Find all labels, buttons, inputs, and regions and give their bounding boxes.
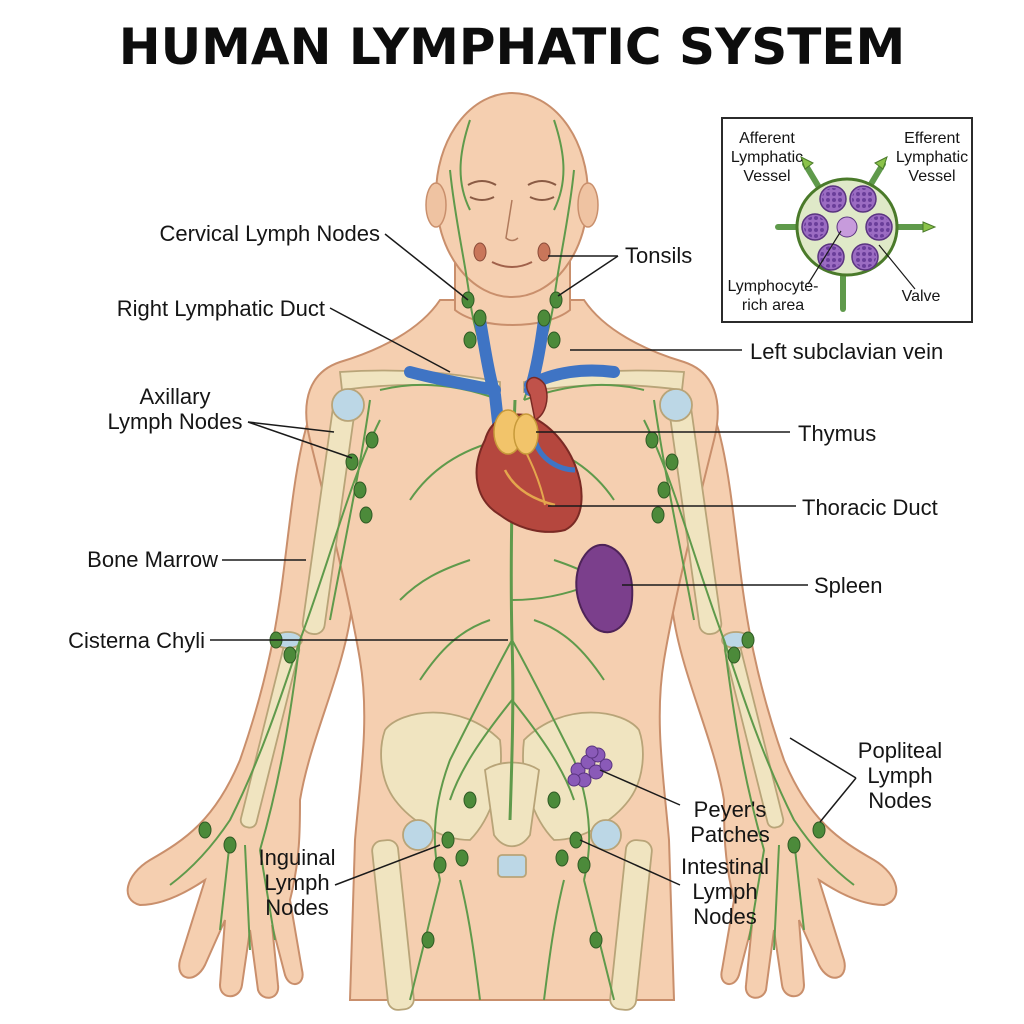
inset-efferent-line1: Efferent (904, 130, 960, 147)
thymus (493, 409, 539, 455)
label-inguinal-line2: Lymph (264, 870, 330, 895)
leader-lines (210, 233, 857, 886)
inset-label-efferent: Efferent Lymphatic Vessel (891, 129, 973, 186)
label-right-lymphatic-duct: Right Lymphatic Duct (116, 296, 325, 321)
inset-afferent-line2: Lymphatic (730, 149, 804, 166)
label-left-subclavian-vein: Left subclavian vein (750, 339, 944, 364)
inset-afferent-line3: Vessel (743, 168, 791, 185)
label-inguinal-line1: Inguinal (258, 845, 336, 870)
lymph-vessels (169, 119, 855, 1001)
label-inguinal-line3: Nodes (265, 895, 329, 920)
label-inguinal-lymph-nodes: Inguinal Lymph Nodes (232, 845, 362, 920)
lymph-node-inset: Afferent Lymphatic Vessel Efferent Lymph… (721, 117, 973, 323)
label-thoracic-duct: Thoracic Duct (802, 495, 938, 520)
label-intestinal-lymph-nodes: Intestinal Lymph Nodes (660, 854, 790, 929)
label-cisterna-chyli: Cisterna Chyli (68, 628, 205, 653)
label-popliteal-line2: Lymph (867, 763, 933, 788)
label-peyers-line1: Peyer's (693, 797, 767, 822)
label-axillary-lymph-nodes: Axillary Lymph Nodes (100, 384, 250, 434)
lymph-node-detail-drawing (775, 156, 937, 312)
spleen (575, 543, 634, 634)
inset-efferent-line2: Lymphatic (895, 149, 969, 166)
label-bone-marrow: Bone Marrow (87, 547, 218, 572)
inset-label-lymphocyte-rich-area: Lymphocyte- rich area (723, 277, 823, 315)
label-peyers-patches: Peyer's Patches (670, 797, 790, 847)
label-popliteal-lymph-nodes: Popliteal Lymph Nodes (840, 738, 960, 813)
label-spleen: Spleen (814, 573, 883, 598)
inset-lympho-line1: Lymphocyte- (727, 278, 819, 295)
peyers-patches (567, 745, 613, 788)
label-axillary-line1: Axillary (139, 384, 211, 409)
inset-afferent-line1: Afferent (739, 130, 795, 147)
inset-lympho-line2: rich area (741, 297, 805, 314)
label-intestinal-line2: Lymph (692, 879, 758, 904)
lymph-nodes (198, 242, 826, 949)
label-thymus: Thymus (798, 421, 877, 446)
label-popliteal-line1: Popliteal (857, 738, 943, 763)
label-cervical-lymph-nodes: Cervical Lymph Nodes (159, 221, 381, 246)
inset-efferent-line3: Vessel (908, 168, 956, 185)
label-intestinal-line3: Nodes (693, 904, 757, 929)
label-axillary-line2: Lymph Nodes (107, 409, 243, 434)
label-tonsils: Tonsils (625, 243, 693, 268)
inset-label-valve: Valve (901, 288, 941, 305)
label-peyers-line2: Patches (690, 822, 770, 847)
inset-label-afferent: Afferent Lymphatic Vessel (727, 129, 807, 186)
label-intestinal-line1: Intestinal (680, 854, 770, 879)
label-popliteal-line3: Nodes (868, 788, 932, 813)
page-title: HUMAN LYMPHATIC SYSTEM (118, 18, 906, 76)
